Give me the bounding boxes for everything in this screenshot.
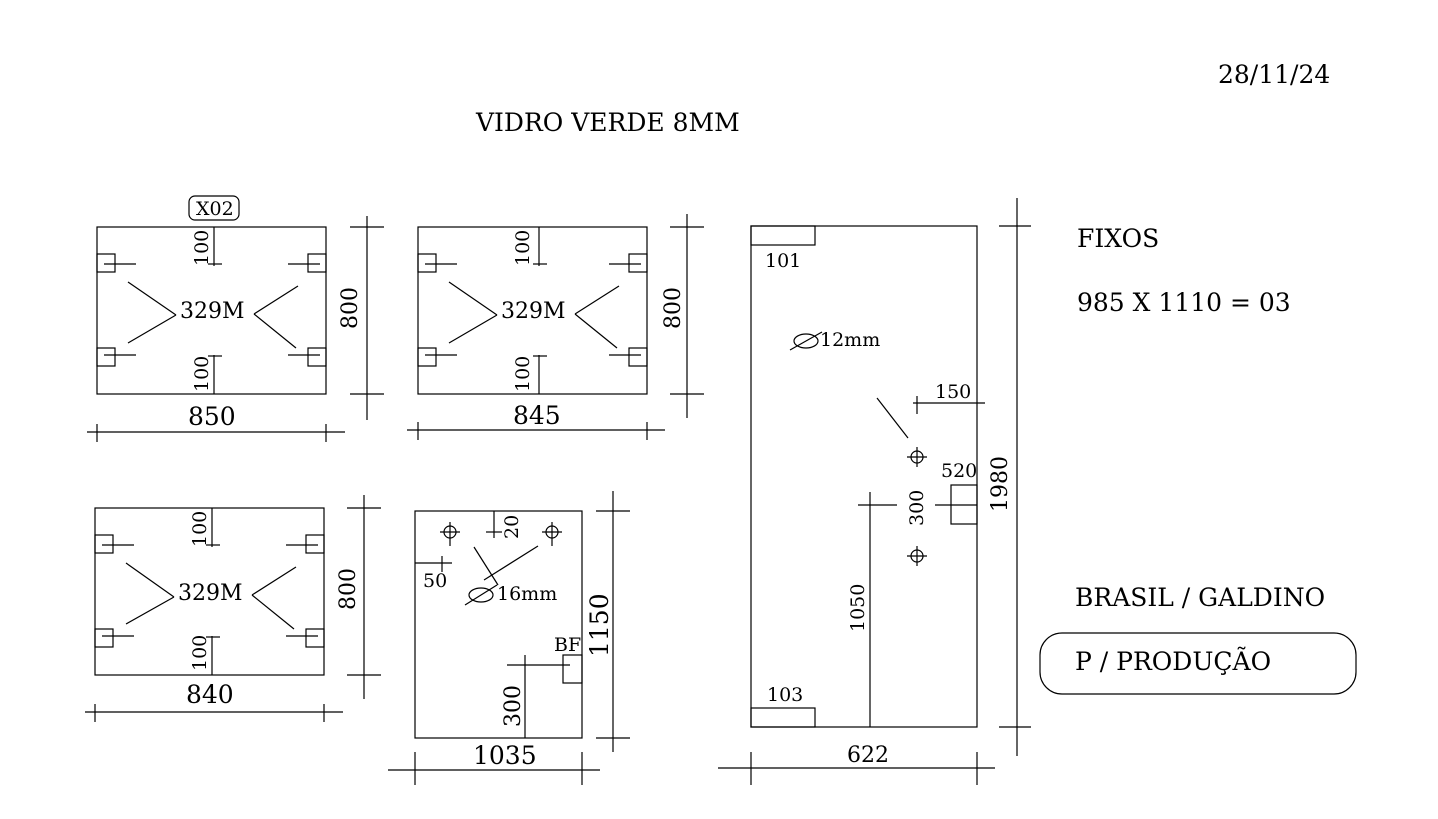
hinge-cutout [96, 253, 116, 273]
panel-3-top-offset: 100 [189, 511, 211, 547]
lock-cutout [562, 654, 583, 684]
diameter-symbol-stroke [464, 584, 498, 606]
panel-3-hinge-label: 329M [178, 581, 243, 606]
status-box [1039, 632, 1357, 695]
panel-5-lock-offset: 520 [941, 460, 977, 482]
hinge-cutout [305, 628, 325, 648]
corner-cutout [750, 707, 816, 728]
diameter-symbol [793, 333, 819, 349]
panel-2-outline [417, 226, 648, 395]
drawing-date: 28/11/24 [1218, 60, 1330, 89]
leader-line [448, 314, 498, 344]
leader-line [253, 285, 299, 315]
status-label: P / PRODUÇÃO [1075, 647, 1271, 676]
hinge-cutout [307, 347, 327, 367]
panel-5-hole-diameter: 12mm [820, 329, 880, 351]
panel-4-lock-label: BF [554, 634, 581, 656]
panel-1-outline [96, 226, 327, 395]
panel-5: 101 103 12mm 150 300 520 1050 622 [718, 198, 1031, 785]
hinge-cutout [94, 628, 114, 648]
leader-line [876, 397, 909, 439]
hinge-cutout [307, 253, 327, 273]
hinge-cutout [96, 347, 116, 367]
panel-4-hole-diameter: 16mm [497, 583, 557, 605]
panel-4-height: 1150 [585, 593, 614, 657]
client-name: BRASIL / GALDINO [1075, 583, 1325, 612]
fixos-label: FIXOS [1077, 224, 1159, 253]
leader-line [483, 545, 539, 581]
diameter-symbol-stroke [789, 331, 823, 351]
panel-1-bottom-offset: 100 [191, 356, 213, 392]
leader-line [125, 562, 175, 598]
panel-3-height: 800 [336, 568, 361, 610]
panel-3-width: 840 [186, 680, 234, 709]
panel-1-top-offset: 100 [191, 230, 213, 266]
panel-2-bottom-offset: 100 [512, 356, 534, 392]
leader-line [127, 314, 177, 344]
panel-1-tag-box [188, 195, 240, 221]
hinge-cutout [94, 534, 114, 554]
panel-3-outline [94, 507, 325, 676]
panel-4-edge-offset: 50 [423, 570, 447, 592]
panel-1-tag: X02 [196, 198, 234, 220]
hinge-cutout [628, 253, 648, 273]
leader-line [448, 281, 498, 316]
panel-2-width: 845 [513, 401, 561, 430]
leader-line [574, 313, 618, 349]
panel-4-lock-height: 300 [501, 685, 526, 727]
panel-5-width: 622 [847, 743, 889, 768]
panel-1-width: 850 [188, 402, 236, 431]
panel-3-bottom-offset: 100 [189, 635, 211, 671]
leader-line [253, 313, 297, 349]
panel-5-hole-offset: 150 [935, 381, 971, 403]
hinge-cutout [417, 347, 437, 367]
panel-5-corner-top: 101 [765, 250, 801, 272]
panel-2-top-offset: 100 [512, 230, 534, 266]
leader-line [251, 594, 295, 630]
panel-4-width: 1035 [473, 741, 537, 770]
panel-3: 329M 100 100 840 800 [85, 495, 381, 722]
leader-line [473, 546, 499, 586]
panel-1-height: 800 [338, 287, 363, 329]
hinge-cutout [417, 253, 437, 273]
leader-line [127, 281, 177, 316]
panel-2-hinge-label: 329M [501, 299, 566, 324]
panel-1: X02 329M 100 100 850 800 [87, 195, 384, 442]
panel-4-hole-spacing: 20 [501, 515, 523, 539]
fixos-spec: 985 X 1110 = 03 [1077, 288, 1291, 317]
panel-4-outline [414, 510, 583, 739]
diameter-symbol [468, 587, 494, 603]
panel-1-hinge-label: 329M [180, 299, 245, 324]
panel-5-hole-spacing: 300 [906, 490, 928, 526]
corner-cutout [750, 225, 816, 246]
panel-5-hole-height: 1050 [847, 584, 869, 632]
panel-2: 329M 100 100 845 800 [407, 214, 704, 440]
panel-5-corner-bottom: 103 [767, 684, 803, 706]
hinge-cutout [628, 347, 648, 367]
panel-5-outline [750, 225, 978, 728]
drawing-title: VIDRO VERDE 8MM [475, 108, 740, 137]
panel-4: 20 50 16mm BF 300 1035 1150 [388, 491, 630, 785]
panel-5-height: 1980 [988, 456, 1013, 512]
leader-line [125, 596, 175, 625]
hinge-cutout [305, 534, 325, 554]
leader-line [574, 285, 620, 315]
leader-line [251, 566, 297, 596]
panel-2-height: 800 [661, 287, 686, 329]
